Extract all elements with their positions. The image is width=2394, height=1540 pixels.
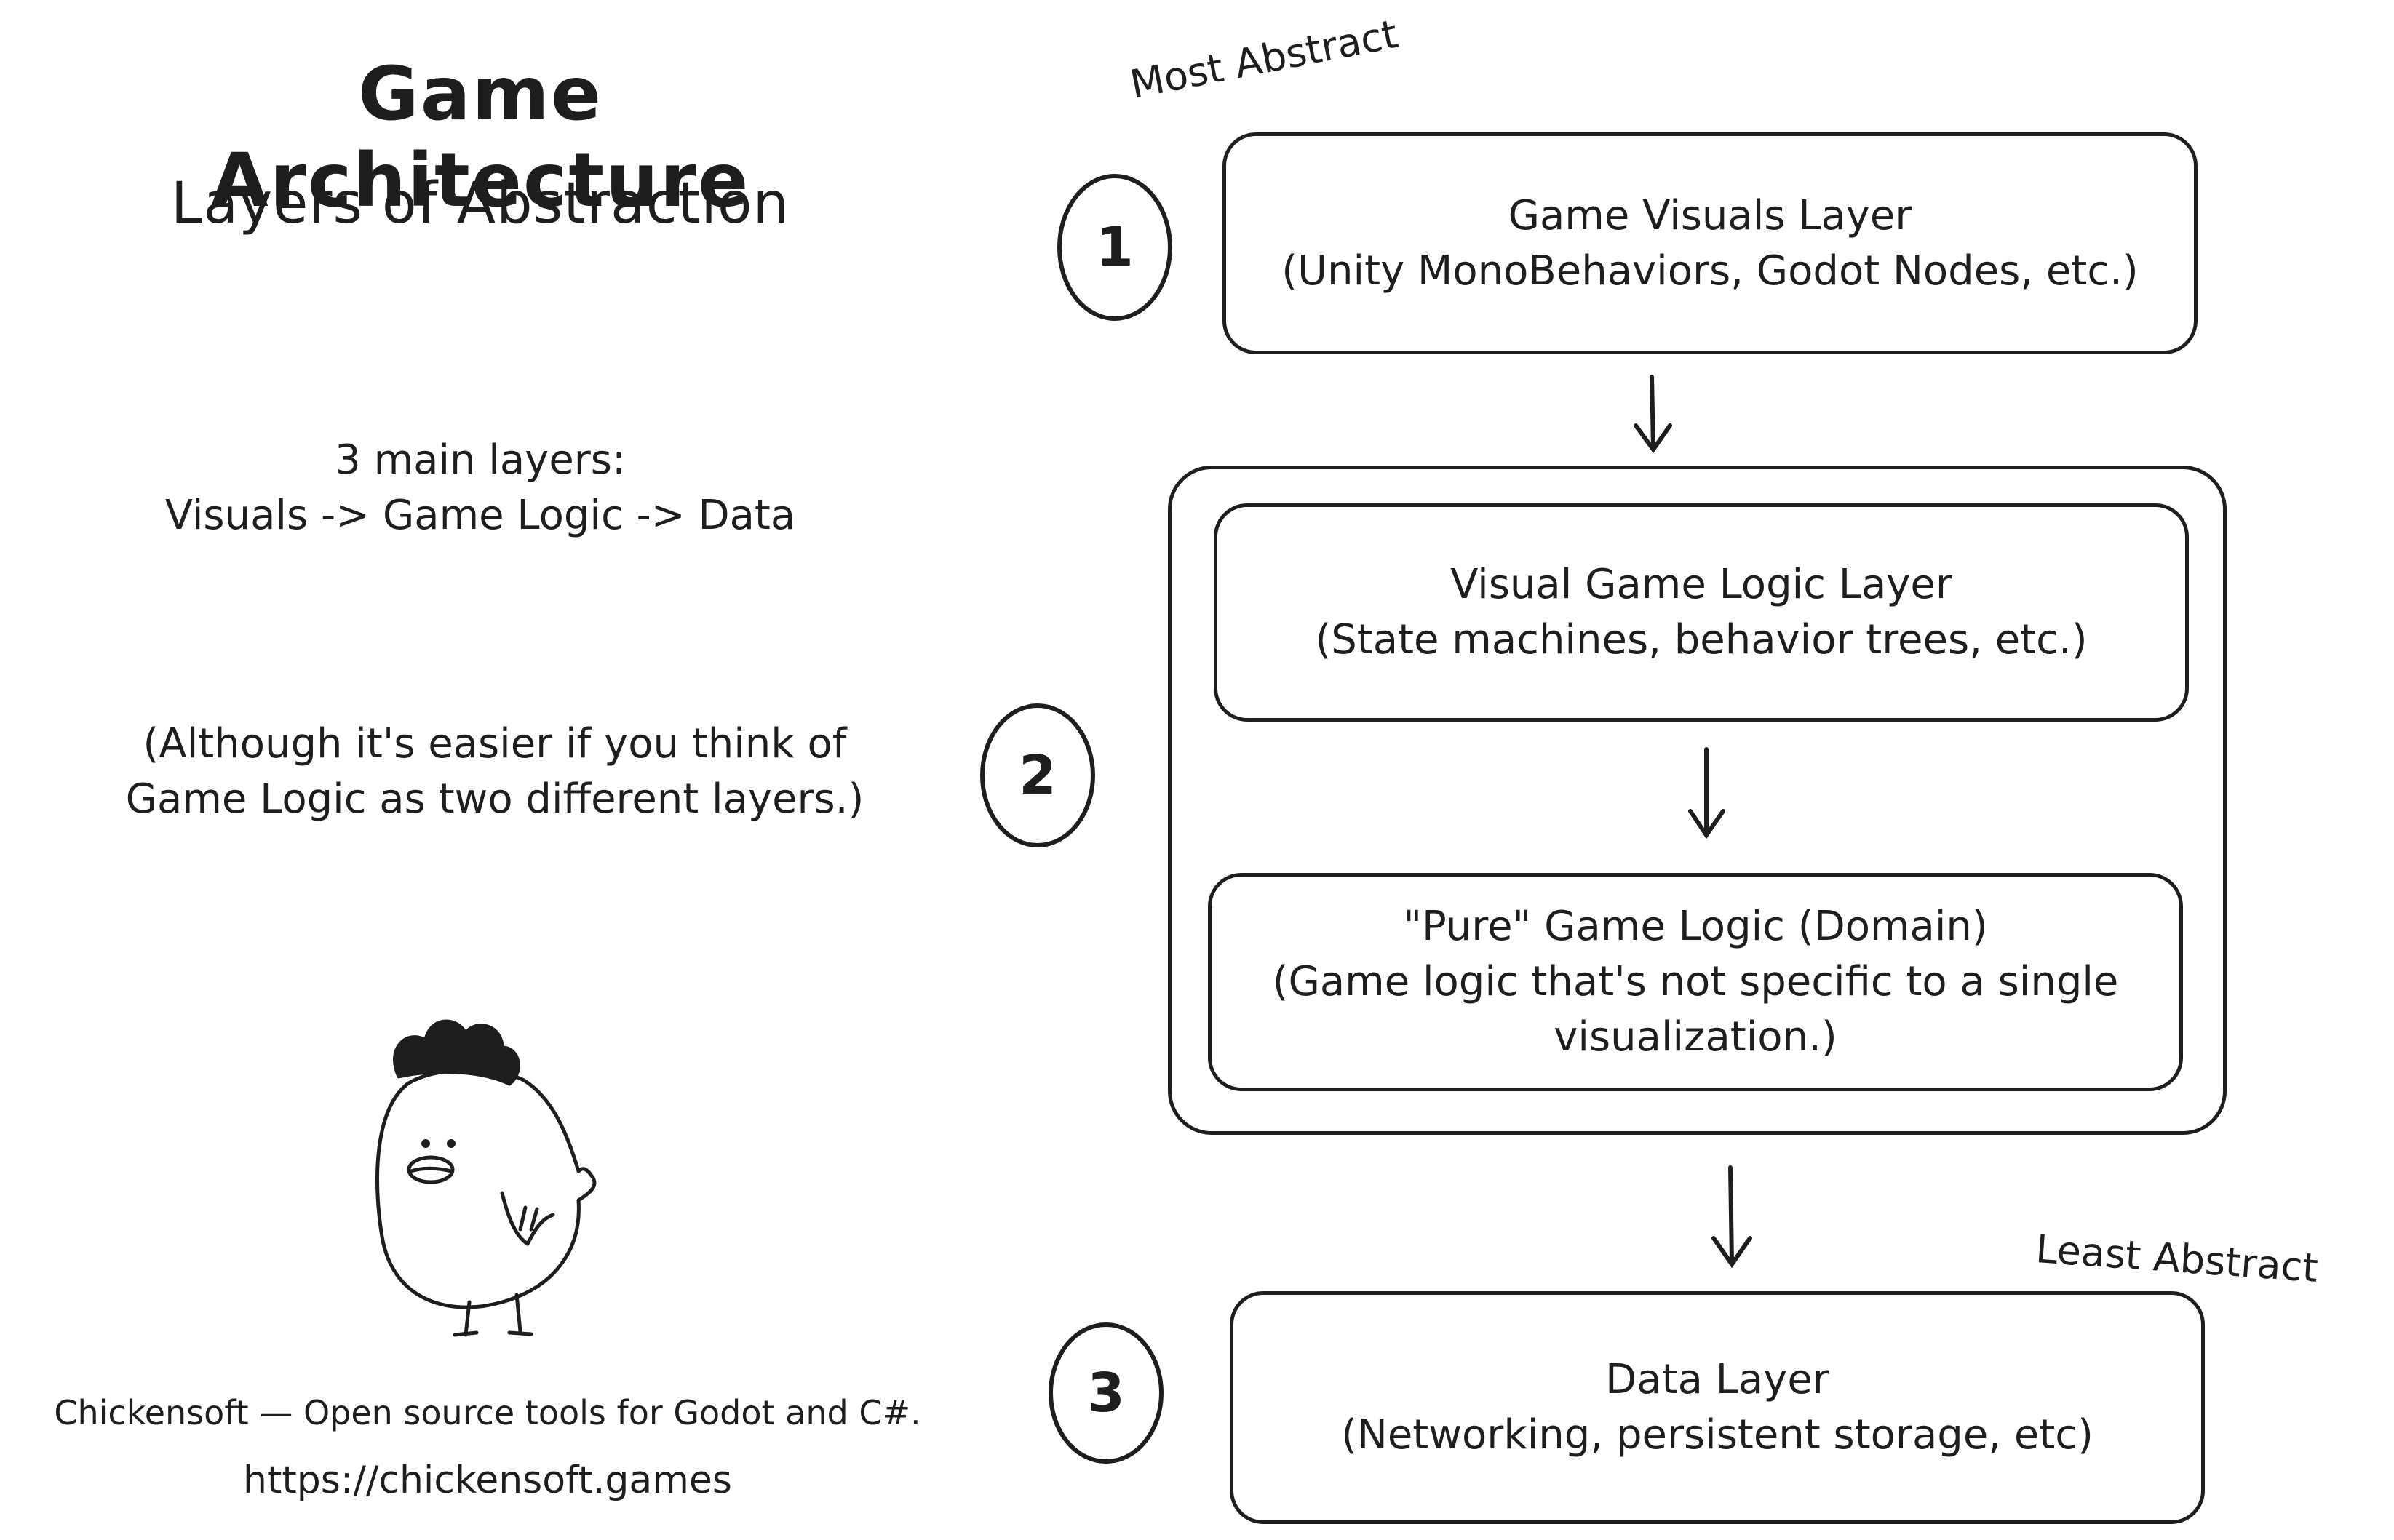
layer-3-circle [1049, 1322, 1164, 1464]
game-logic-layer-box [1168, 466, 2227, 1135]
game-visuals-layer-box: Game Visuals Layer (Unity MonoBehaviors,… [1222, 132, 2198, 354]
pure-logic-title: "Pure" Game Logic (Domain) [1403, 903, 1988, 950]
footer-url[interactable]: https://chickensoft.games [242, 1459, 732, 1502]
pure-game-logic-layer-box: "Pure" Game Logic (Domain) (Game logic t… [1208, 873, 2183, 1091]
visual-logic-title: Visual Game Logic Layer [1450, 561, 1952, 608]
layer-1-circle [1057, 174, 1172, 321]
main-layers-line-2: Visuals -> Game Logic -> Data [164, 492, 796, 539]
layer-1-description: (Unity MonoBehaviors, Godot Nodes, etc.) [1281, 247, 2139, 295]
layer-1-title: Game Visuals Layer [1508, 191, 1912, 239]
layer-3-title: Data Layer [1605, 1356, 1829, 1403]
note-line-1: (Although it's easier if you think of [143, 720, 847, 767]
layer-2-number: 2 [1019, 744, 1057, 807]
data-layer-box: Data Layer (Networking, persistent stora… [1230, 1291, 2205, 1524]
arrow-down-2 [1688, 747, 1725, 839]
arrow-down-3 [1711, 1165, 1752, 1269]
diagram-title: Game Architecture [210, 51, 750, 224]
layer-1-number: 1 [1096, 216, 1134, 279]
layer-3-description: (Networking, persistent storage, etc) [1341, 1411, 2093, 1459]
pure-logic-description-line-1: (Game logic that's not specific to a sin… [1272, 958, 2119, 1005]
footer-tagline: Chickensoft — Open source tools for Godo… [54, 1393, 921, 1432]
main-layers-note: 3 main layers: Visuals -> Game Logic -> … [87, 433, 873, 543]
layer-2-circle [980, 703, 1095, 847]
layer-3-number: 3 [1087, 1362, 1125, 1424]
main-layers-line-1: 3 main layers: [335, 436, 626, 484]
game-logic-note: (Although it's easier if you think of Ga… [29, 717, 961, 827]
visual-logic-description: (State machines, behavior trees, etc.) [1315, 616, 2088, 663]
note-line-2: Game Logic as two different layers.) [125, 775, 864, 823]
visual-game-logic-layer-box: Visual Game Logic Layer (State machines,… [1214, 503, 2189, 722]
pure-logic-description-line-2: visualization.) [1554, 1013, 1837, 1061]
arrow-down-1 [1634, 375, 1672, 454]
diagram-subtitle: Layers of Abstraction [170, 171, 790, 236]
